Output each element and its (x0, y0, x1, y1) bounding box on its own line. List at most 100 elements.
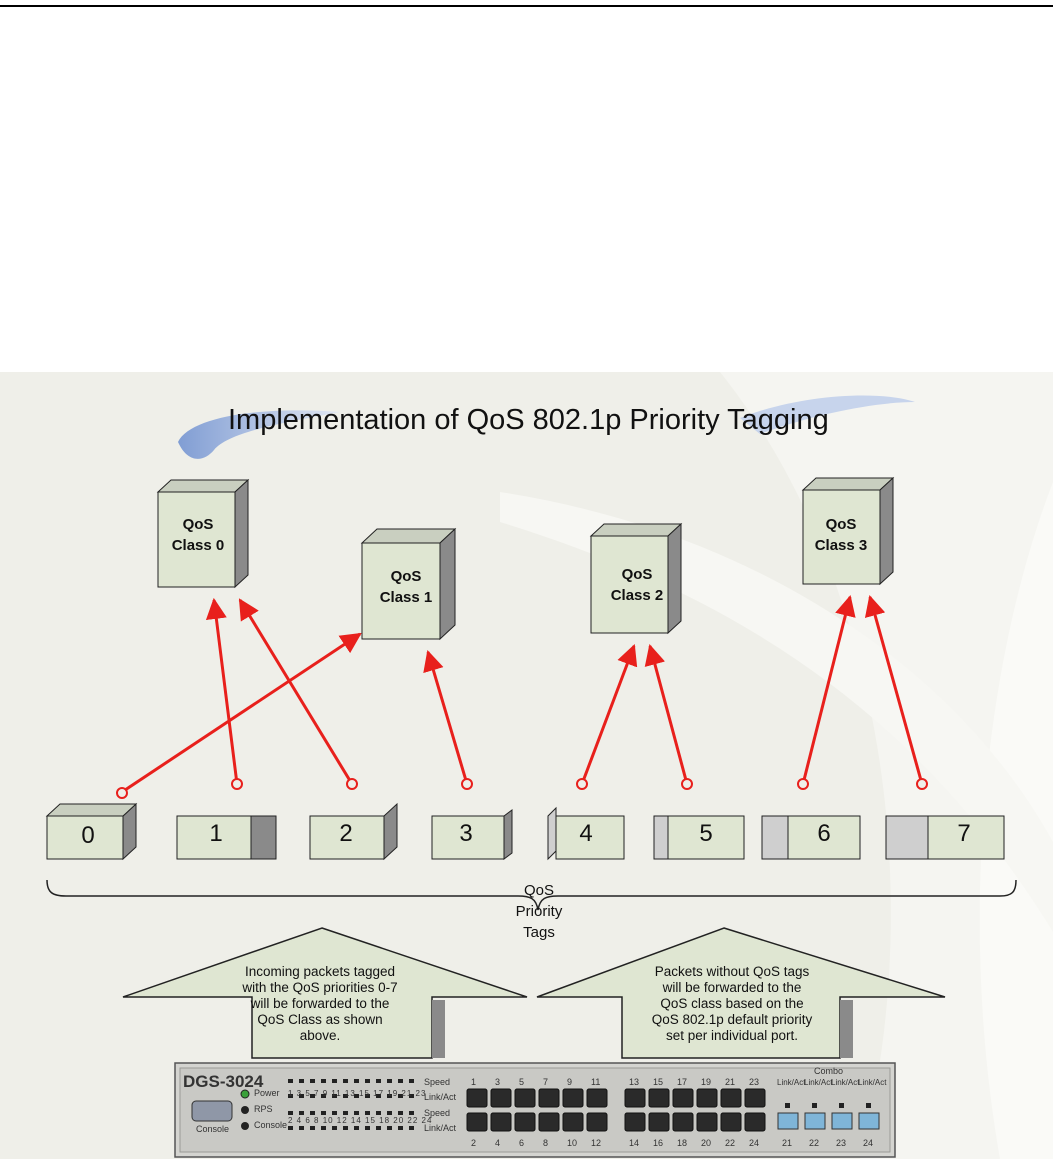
port-number: 19 (701, 1077, 712, 1087)
port-number: 23 (749, 1077, 760, 1087)
priority-tag-3: 3 (459, 820, 473, 847)
qos-class-3-line1: QoS (825, 516, 857, 533)
tag-box (309, 802, 398, 861)
status-led (376, 1094, 381, 1098)
status-led (343, 1126, 348, 1130)
port-number: 18 (677, 1138, 688, 1148)
status-led (365, 1094, 370, 1098)
left-note-line: Incoming packets tagged (244, 964, 396, 979)
right-note-line: set per individual port. (665, 1028, 799, 1043)
tag-box (176, 815, 277, 860)
tag-box (431, 809, 513, 860)
rj45-port (490, 1112, 512, 1132)
status-led (409, 1079, 414, 1083)
priority-tag-2: 2 (339, 820, 353, 847)
console-led-label: Console (254, 1120, 288, 1130)
rj45-port (720, 1112, 742, 1132)
power-led-label: Power (254, 1088, 280, 1098)
combo-label: Combo (814, 1066, 844, 1076)
mapping-arrows (121, 594, 924, 794)
status-led (409, 1126, 414, 1130)
status-led (354, 1079, 359, 1083)
qos-diagram: Implementation of QoS 802.1p Priority Ta… (0, 372, 1053, 1159)
qos-class-3-label: QoS Class 3 (801, 514, 881, 556)
status-led (387, 1094, 392, 1098)
qos-class-3-line2: Class 3 (814, 537, 868, 554)
left-note-line: above. (299, 1028, 341, 1043)
rj45-port (720, 1088, 742, 1108)
combo-port-group (777, 1103, 880, 1130)
port-number: 5 (519, 1077, 525, 1087)
port-number: 6 (519, 1138, 525, 1148)
rj45-port (624, 1088, 646, 1108)
rps-led-label: RPS (254, 1104, 273, 1114)
status-led (310, 1094, 315, 1098)
arrow-tag0-class1 (121, 632, 362, 794)
tag-box (885, 815, 1005, 860)
combo-port (858, 1112, 880, 1130)
tag-box (45, 802, 138, 861)
port-number: 14 (629, 1138, 640, 1148)
rj45-port (490, 1088, 512, 1108)
priority-tag-6: 6 (817, 820, 831, 847)
status-led (376, 1079, 381, 1083)
priority-tag-7: 7 (957, 820, 971, 847)
background-swoosh (500, 492, 1053, 932)
right-note-line: QoS class based on the (660, 996, 804, 1011)
rj45-port (648, 1088, 670, 1108)
rj45-port (696, 1088, 718, 1108)
brace-caption: QoS Priority Tags (504, 880, 574, 943)
port-number: 10 (567, 1138, 578, 1148)
priority-tag-5: 5 (699, 820, 713, 847)
status-led (321, 1079, 326, 1083)
title-swoosh (740, 395, 915, 434)
status-led (288, 1111, 293, 1115)
status-led (343, 1079, 348, 1083)
arrow-tag1-class0 (205, 597, 239, 785)
priority-tag-4: 4 (579, 820, 593, 847)
rj45-port (466, 1112, 488, 1132)
brace-caption-line: Tags (523, 924, 555, 941)
combo-port (831, 1112, 853, 1130)
link-label-bottom: Link/Act (424, 1123, 457, 1133)
status-led (321, 1111, 326, 1115)
qos-class-box (801, 476, 895, 586)
port-number: 16 (653, 1138, 664, 1148)
header-rule (0, 5, 1053, 7)
status-led (398, 1126, 403, 1130)
rj45-port (538, 1112, 560, 1132)
qos-class-2-line2: Class 2 (610, 587, 664, 604)
port-number: 15 (653, 1077, 664, 1087)
status-led (387, 1079, 392, 1083)
status-led (299, 1079, 304, 1083)
link-label-top: Link/Act (424, 1092, 457, 1102)
status-led (365, 1111, 370, 1115)
status-led (310, 1079, 315, 1083)
rj45-port (744, 1112, 766, 1132)
qos-class-0-line2: Class 0 (171, 537, 225, 554)
status-led (332, 1094, 337, 1098)
status-led (354, 1126, 359, 1130)
status-led (409, 1094, 414, 1098)
port-number: 3 (495, 1077, 501, 1087)
qos-class-1-label: QoS Class 1 (366, 566, 446, 608)
left-block-arrow-shadow (432, 1000, 445, 1058)
rj45-port (538, 1088, 560, 1108)
combo-link-label: Link/Act (777, 1078, 806, 1087)
rj45-port (514, 1088, 536, 1108)
combo-link-label: Link/Act (804, 1078, 833, 1087)
qos-class-box (360, 527, 457, 641)
led-top-numbers: 1 3 5 7 9 11 13 15 17 19 21 23 (288, 1089, 427, 1098)
port-number: 9 (567, 1077, 573, 1087)
port-number: 1 (471, 1077, 477, 1087)
diagram-title: Implementation of QoS 802.1p Priority Ta… (228, 404, 829, 436)
qos-class-0-label: QoS Class 0 (158, 514, 238, 556)
status-led (299, 1094, 304, 1098)
port-number: 17 (677, 1077, 688, 1087)
combo-port (804, 1112, 826, 1130)
status-led (387, 1111, 392, 1115)
left-arrow-note: Incoming packets tagged with the QoS pri… (215, 964, 425, 1044)
right-note-line: Packets without QoS tags (654, 964, 810, 979)
rj45-port (672, 1112, 694, 1132)
right-block-arrow-shadow (840, 1000, 853, 1058)
